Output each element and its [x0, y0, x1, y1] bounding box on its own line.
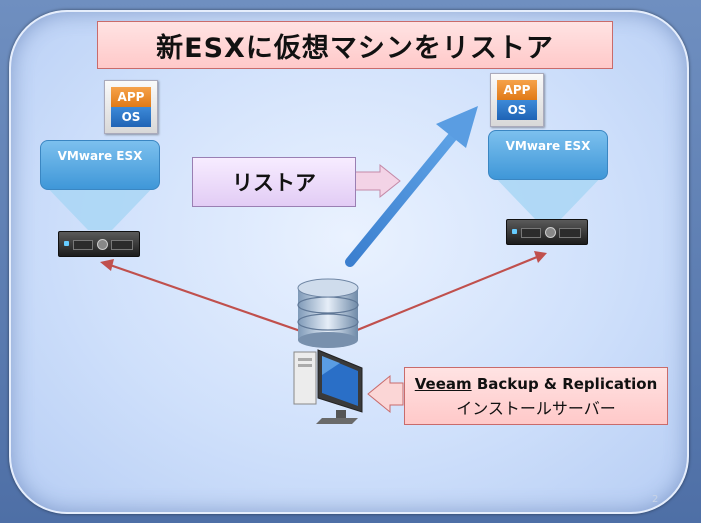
- veeam-install-server: インストールサーバー: [456, 399, 616, 418]
- veeam-product-name: Backup & Replication: [471, 375, 658, 393]
- pink-arrow: [354, 163, 401, 199]
- server-left: [58, 231, 140, 257]
- computer-icon: [293, 349, 363, 424]
- restore-label: リストア: [192, 157, 356, 207]
- app-label: APP: [111, 87, 151, 107]
- app-os-icon-right: APP OS: [490, 73, 544, 127]
- os-label: OS: [111, 107, 151, 127]
- app-os-icon-left: APP OS: [104, 80, 158, 134]
- pink-arrow-to-computer: [367, 374, 404, 414]
- veeam-server-box: Veeam Backup & Replication インストールサーバー: [404, 367, 668, 425]
- os-label: OS: [497, 100, 537, 120]
- red-arrow-right: [344, 251, 547, 337]
- veeam-product-line: Veeam Backup & Replication: [405, 375, 667, 393]
- database-icon: [297, 278, 359, 348]
- server-right: [506, 219, 588, 245]
- esx-funnel-right: [488, 170, 608, 220]
- veeam-brand: Veeam: [414, 375, 472, 393]
- red-arrow-left: [100, 259, 313, 337]
- vmware-esx-right: VMware ESX: [488, 130, 608, 180]
- slide-title: 新ESXに仮想マシンをリストア: [97, 21, 613, 69]
- app-label: APP: [497, 80, 537, 100]
- esx-funnel-left: [40, 180, 160, 230]
- vmware-esx-left: VMware ESX: [40, 140, 160, 190]
- page-number: 2: [652, 494, 659, 505]
- blue-restore-arrow: [345, 106, 478, 267]
